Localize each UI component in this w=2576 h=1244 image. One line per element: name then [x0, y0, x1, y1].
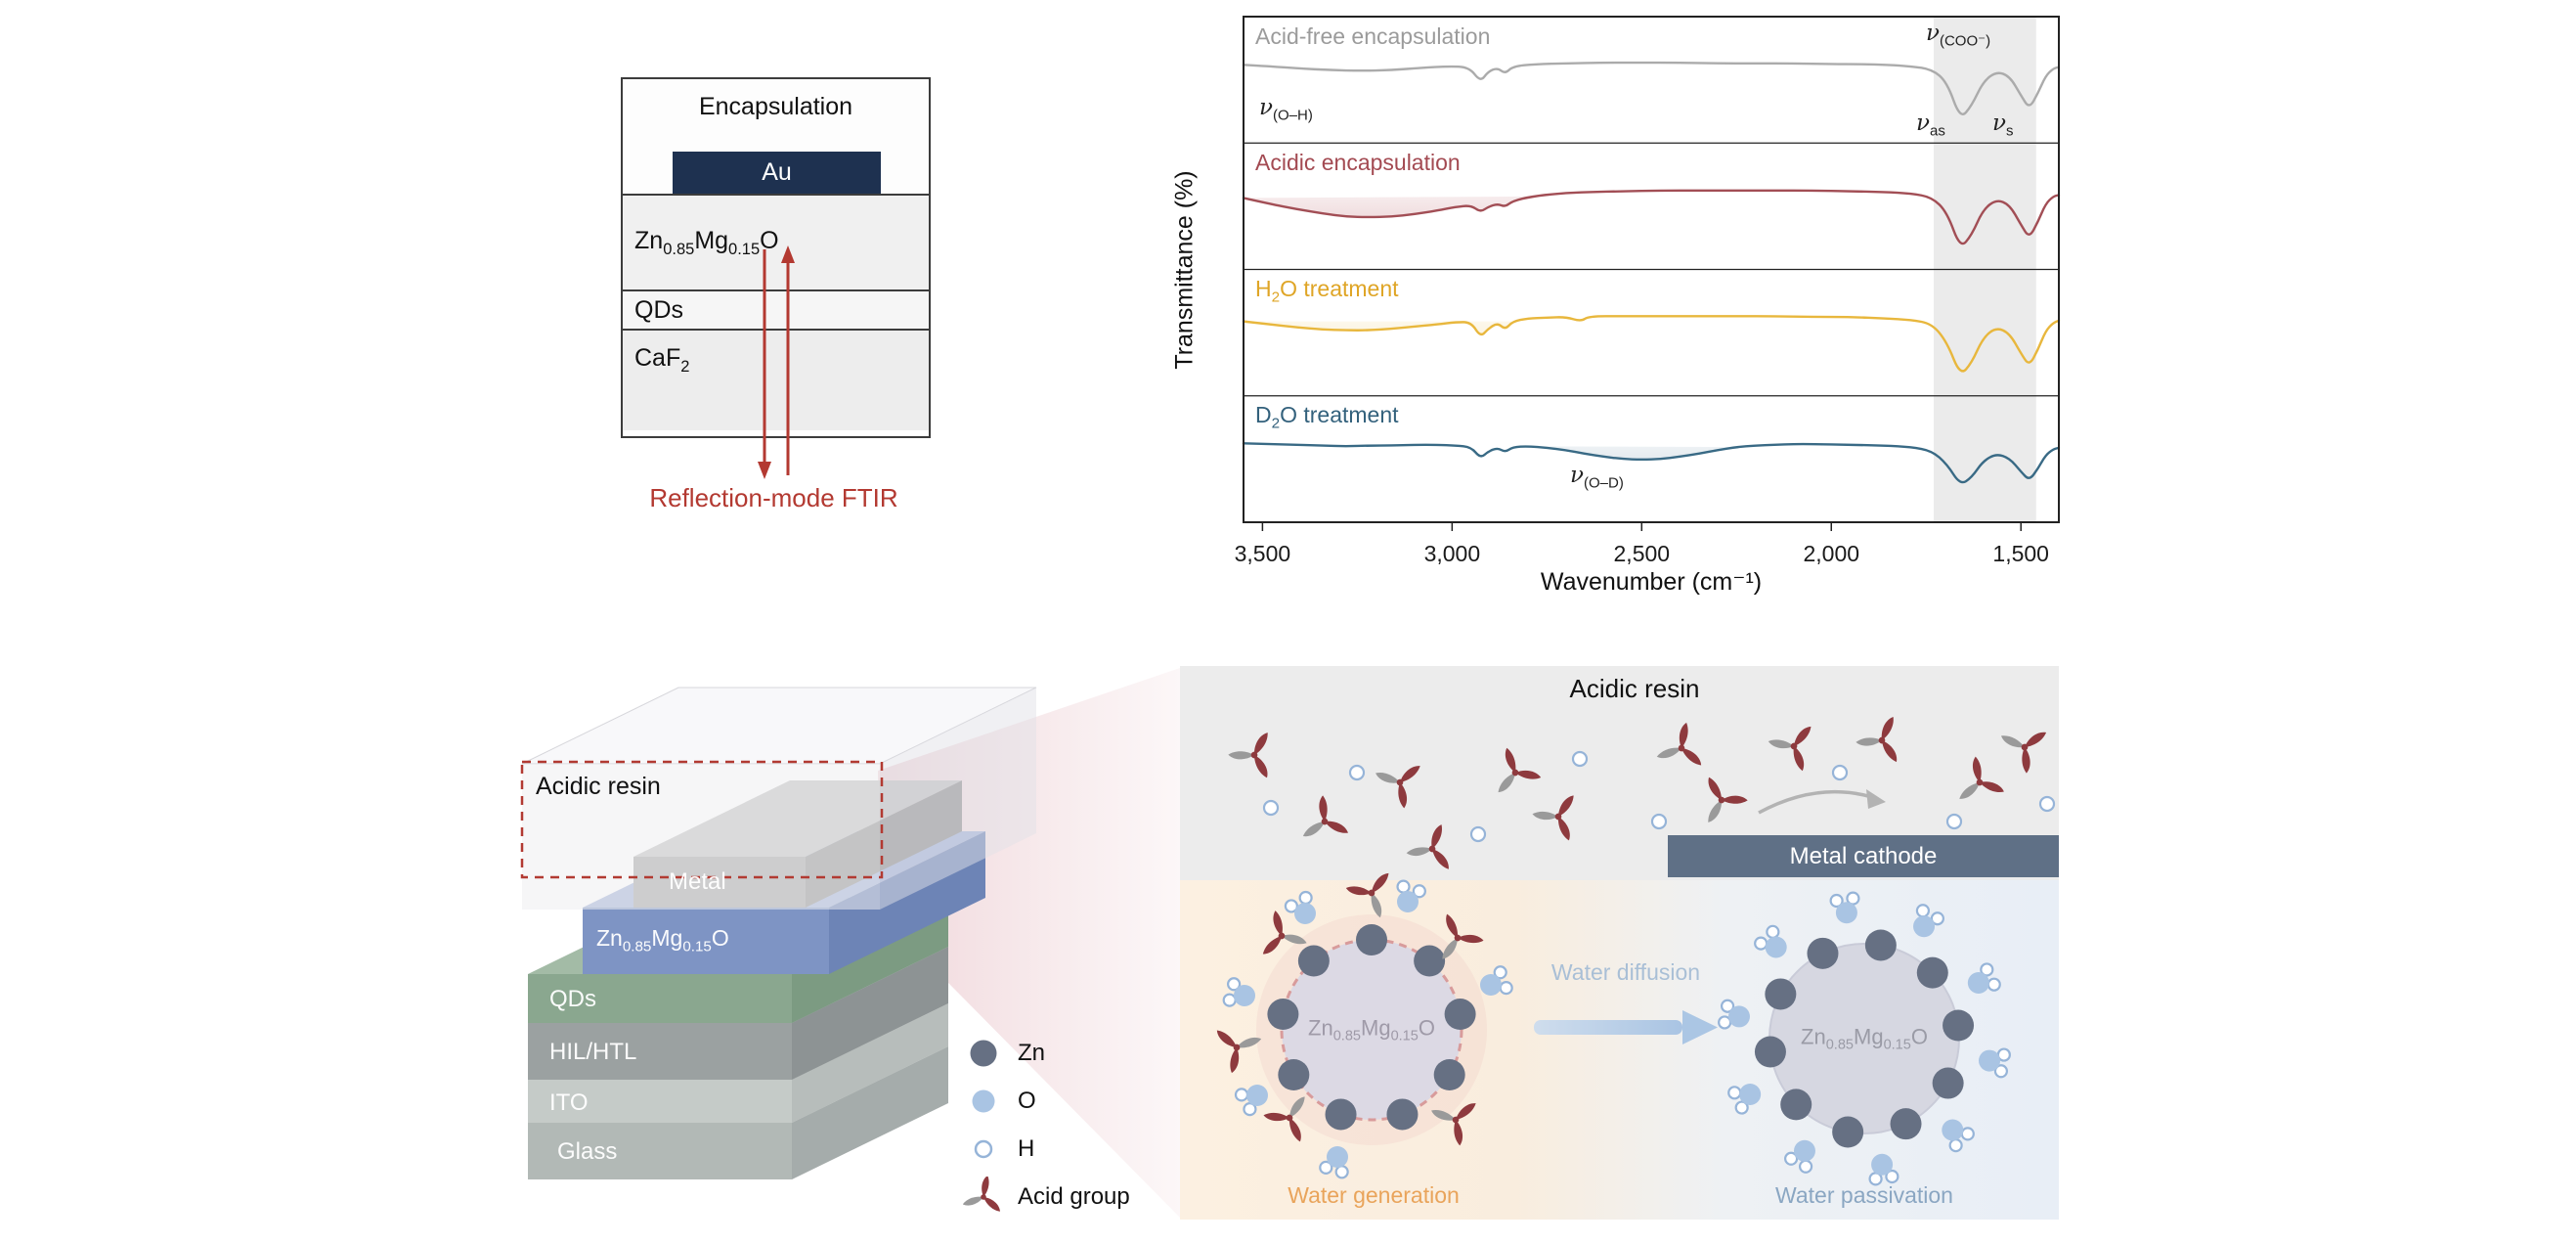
y-axis-label: Transmittance (%)	[1170, 170, 1199, 370]
acidic-resin-stack-label: Acidic resin	[536, 773, 661, 800]
spectrum-curve-1	[1242, 189, 2061, 245]
cluster-right-label: Zn0.85Mg0.15O	[1801, 1024, 1928, 1053]
znmgo-label: Zn0.85Mg0.15O	[634, 226, 779, 258]
water-passivation-label: Water passivation	[1775, 1182, 1953, 1208]
legend-item-zn: Zn	[963, 1029, 1130, 1077]
annotation-od: ν(O–D)	[1570, 463, 1624, 492]
legend-item-h: H	[963, 1125, 1130, 1173]
water-generation-label: Water generation	[1288, 1182, 1460, 1208]
encapsulation-region: Encapsulation Au	[623, 79, 929, 194]
legend-label-o: O	[1018, 1087, 1036, 1114]
spectrum-curve-2	[1242, 315, 2061, 373]
panel-label-d2o: D2O treatment	[1255, 402, 1399, 432]
caf2-layer: CaF2	[623, 329, 929, 430]
x-tick-label: 2,000	[1803, 541, 1859, 566]
cluster-left-label: Zn0.85Mg0.15O	[1308, 1015, 1435, 1044]
spectrum-fill-3	[1527, 446, 1737, 460]
panel-label-acid-free: Acid-free encapsulation	[1255, 23, 1491, 49]
chart-border	[1243, 16, 2060, 523]
panel-label-h2o: H2O treatment	[1255, 276, 1399, 306]
device-schematic: Encapsulation Au Zn0.85Mg0.15O QDs CaF2	[621, 77, 931, 438]
x-tick-label: 3,500	[1235, 541, 1291, 566]
glass-label: Glass	[557, 1138, 618, 1165]
spectrum-fill-1	[1244, 196, 1532, 217]
annotation-vas: νas	[1916, 111, 1945, 140]
caf2-label: CaF2	[634, 344, 690, 376]
encapsulation-label: Encapsulation	[698, 93, 853, 120]
ftir-mode-label: Reflection-mode FTIR	[649, 483, 898, 512]
x-tick-label: 1,500	[1992, 541, 2049, 566]
legend-label-zn: Zn	[1018, 1039, 1046, 1066]
metal-cathode-label: Metal cathode	[1789, 842, 1938, 869]
o-atom-icon	[972, 1089, 995, 1112]
zn-atom-icon	[970, 1040, 997, 1066]
annotation-coo: ν(COO⁻)	[1926, 21, 1991, 50]
znmgo-layer: Zn0.85Mg0.15O	[623, 194, 929, 289]
qds-stack-label: QDs	[549, 986, 596, 1012]
annotation-oh: ν(O–H)	[1259, 95, 1313, 124]
h-atom-icon	[974, 1139, 993, 1158]
au-layer: Au	[673, 152, 881, 194]
spectrum-curve-3	[1242, 442, 2061, 484]
znmgo-stack-label: Zn0.85Mg0.15O	[596, 925, 729, 955]
x-axis-label: Wavenumber (cm⁻¹)	[1540, 568, 1763, 596]
x-tick-label: 2,500	[1614, 541, 1671, 566]
atom-legend: Zn O H Acid group	[963, 1029, 1130, 1221]
water-diffusion-label: Water diffusion	[1550, 959, 1701, 985]
spectrum-curve-0	[1242, 61, 2061, 115]
qds-label: QDs	[634, 295, 683, 324]
panel-label-acidic: Acidic encapsulation	[1255, 150, 1461, 175]
annotation-vs: νs	[1992, 111, 2014, 140]
metal-layer-label: Metal	[669, 868, 726, 895]
au-label: Au	[762, 158, 792, 186]
legend-item-acid: Acid group	[963, 1173, 1130, 1221]
mechanism-panel: Metal cathode Acidic resin Zn0.85Mg0.15O…	[1180, 666, 2059, 1220]
x-tick-label: 3,000	[1424, 541, 1481, 566]
ito-label: ITO	[549, 1089, 589, 1116]
highlight-band	[1933, 17, 2036, 522]
legend-label-acid: Acid group	[1018, 1182, 1130, 1210]
hil-htl-label: HIL/HTL	[549, 1039, 637, 1065]
acid-group-icon	[963, 1176, 1000, 1212]
spectrum-fill-2	[1244, 321, 1513, 334]
arrow-down-icon	[758, 462, 771, 479]
legend-item-o: O	[963, 1077, 1130, 1125]
legend-label-h: H	[1018, 1134, 1035, 1162]
panel-title: Acidic resin	[1569, 674, 1700, 703]
metal-cathode-bar: Metal cathode	[1668, 835, 2059, 877]
qds-layer: QDs	[623, 289, 929, 329]
